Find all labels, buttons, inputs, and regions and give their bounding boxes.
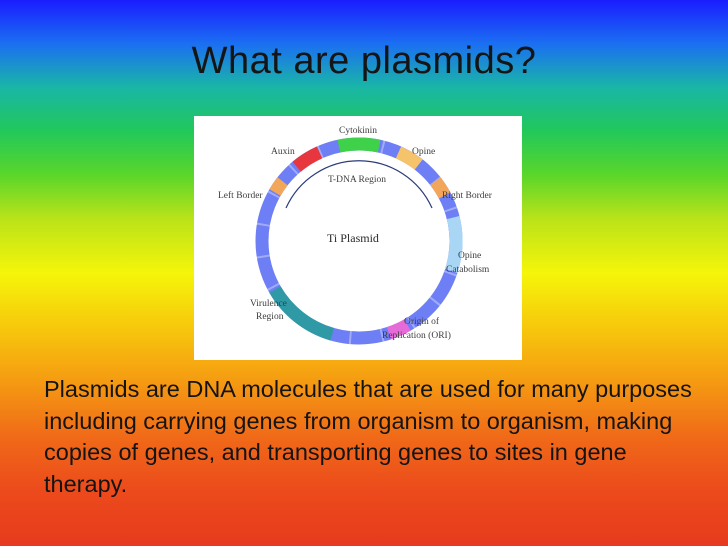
ti-plasmid-label: Ti Plasmid (327, 231, 379, 245)
right-border-label: Right Border (442, 191, 493, 201)
plasmid-map: Cytokinin Auxin Opine T-DNA Region Left … (218, 126, 493, 345)
opine-label: Opine (412, 147, 435, 157)
body-paragraph: Plasmids are DNA molecules that are used… (44, 376, 692, 497)
ori-label-2: Replication (ORI) (382, 330, 451, 341)
left-border-segment (269, 177, 288, 196)
ori-segment (386, 319, 411, 340)
right-border-segment (430, 177, 451, 199)
t-dna-arc (285, 160, 433, 209)
opine-catabolism-label-1: Opine (458, 251, 481, 261)
slide-title: What are plasmids? (191, 40, 537, 82)
t-dna-label: T-DNA Region (328, 175, 386, 185)
virulence-label-1: Virulence (250, 299, 287, 309)
cytokinin-segment (337, 137, 381, 153)
opine-segment (395, 146, 423, 170)
ti-plasmid-diagram: Cytokinin Auxin Opine T-DNA Region Left … (194, 116, 522, 360)
opine-catabolism-segment (445, 215, 463, 273)
auxin-segment (292, 146, 323, 172)
auxin-label: Auxin (271, 147, 295, 157)
cytokinin-label: Cytokinin (339, 126, 377, 136)
ori-label-1: Origin of (404, 316, 440, 327)
opine-catabolism-label-2: Catabolism (446, 265, 490, 275)
virulence-segment (269, 286, 335, 341)
virulence-label-2: Region (256, 312, 284, 322)
left-border-label: Left Border (218, 190, 263, 201)
